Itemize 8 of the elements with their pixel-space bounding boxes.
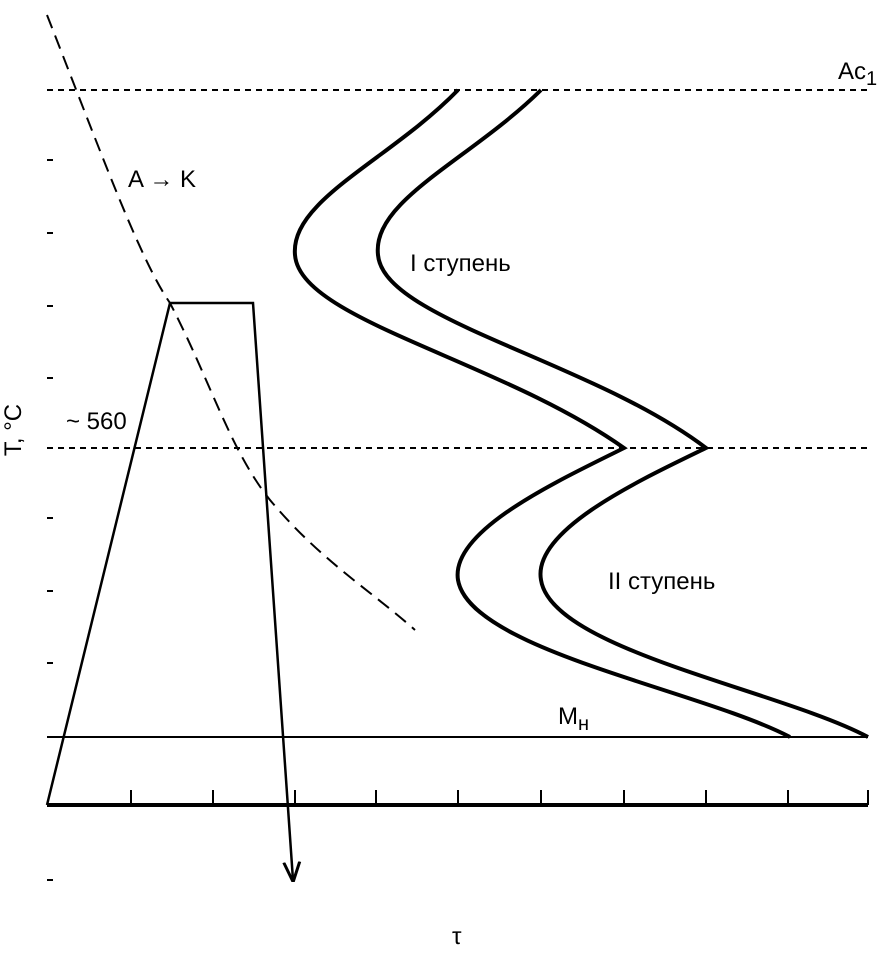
line-label: M$_{н}$ <box>558 705 590 734</box>
temperature-label: ~ 560 <box>66 410 127 434</box>
region-label: I ступень <box>410 252 511 276</box>
reaction-label: A → K <box>128 168 196 192</box>
axis-title: T, °C <box>2 404 26 456</box>
axis-title: τ <box>452 925 462 949</box>
region-label: II ступень <box>608 570 716 594</box>
line-label: Ac$_{1}$ <box>838 60 878 89</box>
